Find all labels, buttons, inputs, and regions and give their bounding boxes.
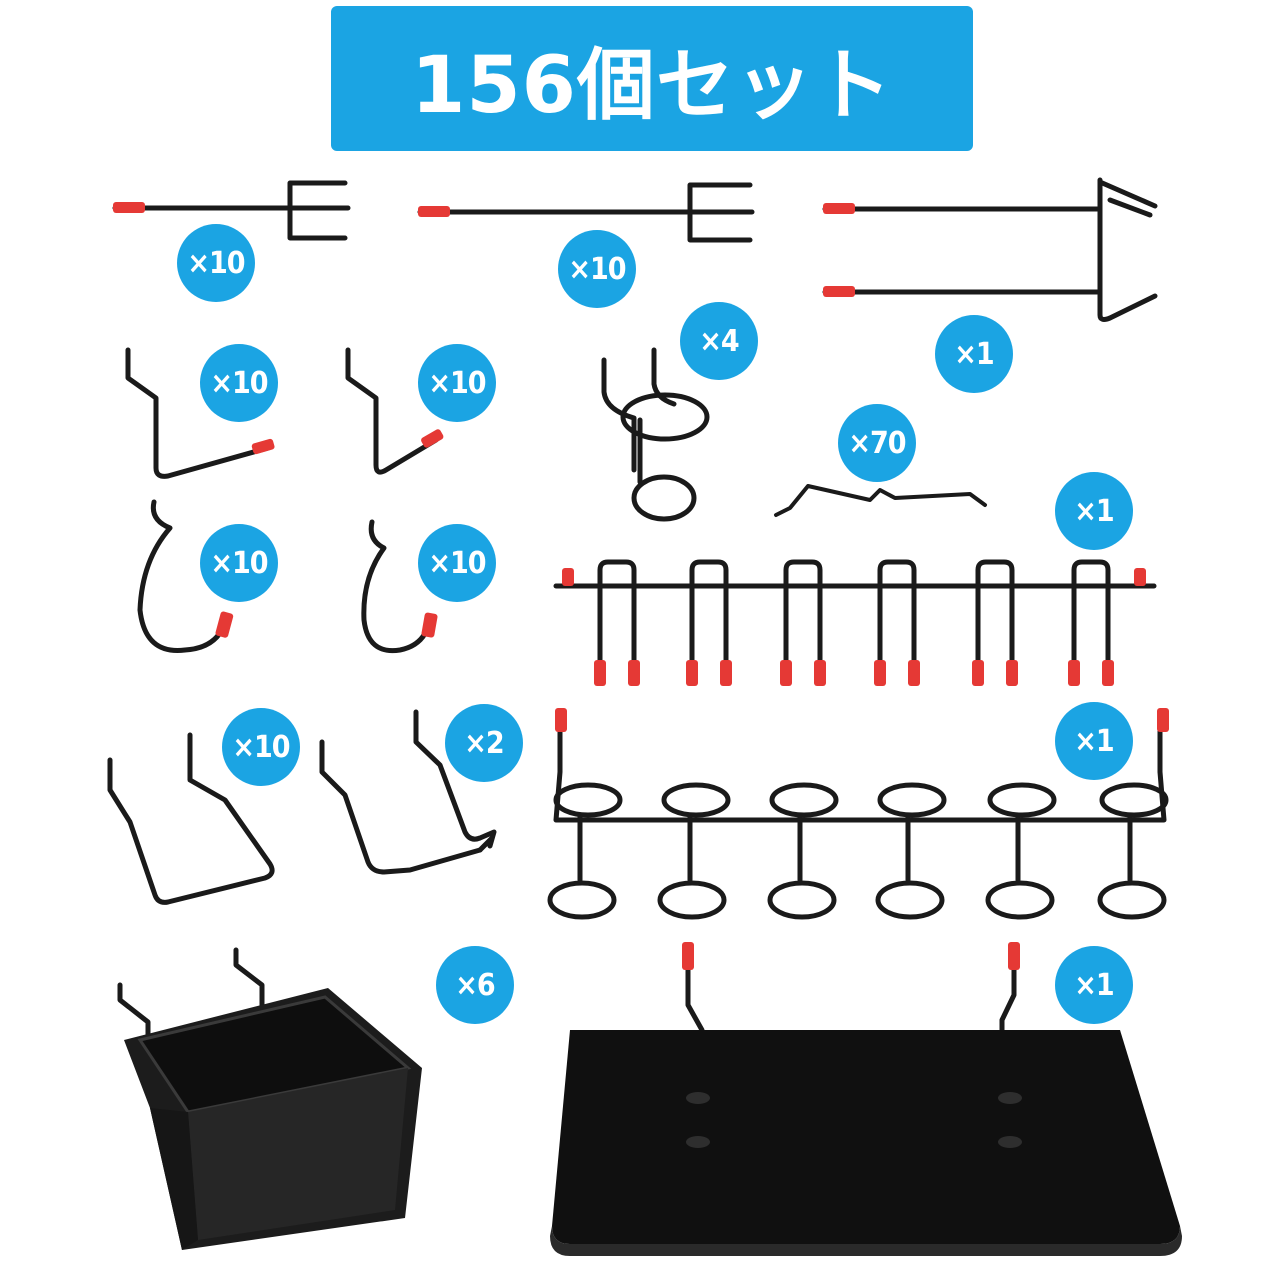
qty-badge-fork-long: ×10 xyxy=(558,230,636,308)
ring-rack xyxy=(547,708,1169,920)
l-hook-left xyxy=(125,347,275,479)
l-hook-right xyxy=(345,347,444,475)
qty-badge-lock-clip: ×70 xyxy=(838,404,916,482)
qty-badge-l-hook-a: ×10 xyxy=(200,344,278,422)
pegboard-shelf xyxy=(550,942,1182,1256)
qty-badge-j-hook-b: ×10 xyxy=(418,524,496,602)
lock-clip xyxy=(774,484,987,517)
qty-badge-ring-holder-small: ×4 xyxy=(680,302,758,380)
multi-hook-rack xyxy=(553,559,1157,686)
qty-badge-bin: ×6 xyxy=(436,946,514,1024)
qty-badge-bent-hook: ×10 xyxy=(222,708,300,786)
qty-badge-j-hook-a: ×10 xyxy=(200,524,278,602)
page-title: 156個セット xyxy=(411,40,893,131)
qty-badge-multi-hook-rack: ×1 xyxy=(1055,472,1133,550)
zigzag-hook xyxy=(319,709,497,875)
storage-bin xyxy=(117,947,422,1250)
ring-holder-small xyxy=(601,347,710,522)
qty-badge-double-rod: ×1 xyxy=(935,315,1013,393)
bent-hook xyxy=(107,732,275,905)
fork-hook-long xyxy=(417,182,755,243)
fork-hook-short xyxy=(112,180,351,241)
j-hook-left xyxy=(137,499,234,653)
qty-badge-shelf: ×1 xyxy=(1055,946,1133,1024)
qty-badge-zigzag-hook: ×2 xyxy=(445,704,523,782)
title-banner: 156個セット xyxy=(331,6,973,151)
qty-badge-ring-rack: ×1 xyxy=(1055,702,1133,780)
qty-badge-l-hook-b: ×10 xyxy=(418,344,496,422)
double-rod-hook xyxy=(822,177,1158,322)
qty-badge-fork-short: ×10 xyxy=(177,224,255,302)
j-hook-right xyxy=(361,519,438,654)
